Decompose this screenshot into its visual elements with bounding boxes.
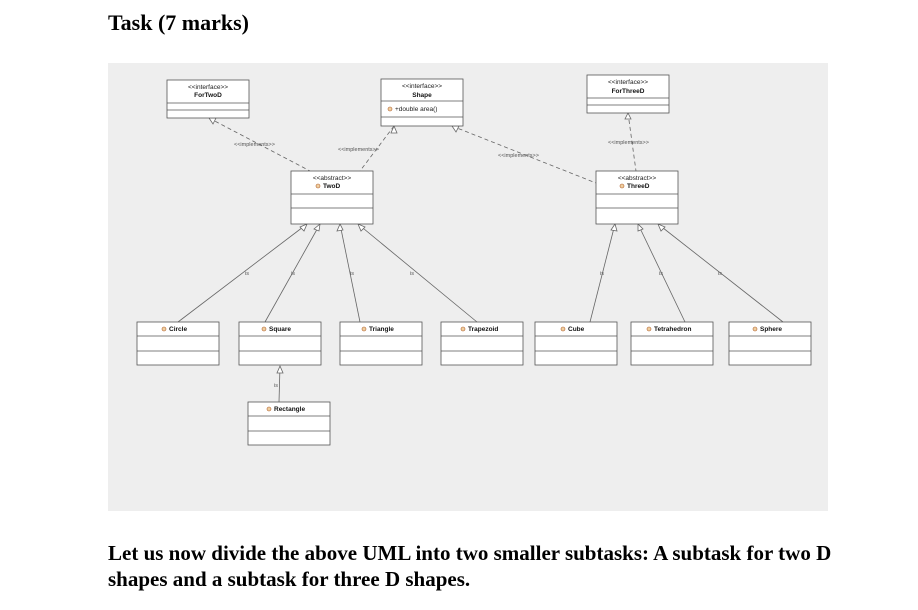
uml-class-threed: <<abstract>> ThreeD	[595, 170, 679, 225]
class-icon	[646, 326, 652, 332]
edge-label-implements: <<implements>>	[498, 153, 539, 159]
class-name: ForThreeD	[612, 88, 645, 95]
class-name: Trapezoid	[468, 326, 498, 333]
edge-label-is: is	[291, 271, 295, 277]
implements-edge-fortwod-twod: <<implements>>	[208, 117, 311, 172]
uml-class-trapezoid: Trapezoid	[440, 321, 524, 366]
edge-label-is: is	[718, 271, 722, 277]
class-stereotype: <<interface>>	[608, 79, 648, 86]
implements-edge-shape-twod: <<implements>>	[338, 124, 398, 172]
is-edge-square-twod: is	[264, 223, 321, 323]
uml-class-sphere: Sphere	[728, 321, 812, 366]
class-icon	[161, 326, 167, 332]
method-icon	[387, 106, 393, 112]
task-title: Task (7 marks)	[108, 10, 249, 35]
implements-edge-shape-threed: <<implements>>	[451, 125, 597, 184]
edge-label-implements: <<implements>>	[234, 142, 275, 148]
is-edge-tetrahedron-threed: is	[637, 223, 686, 323]
class-icon	[460, 326, 466, 332]
uml-diagram-canvas: <<implements>> <<implements>> <<implemen…	[136, 74, 812, 446]
class-icon	[752, 326, 758, 332]
edge-label-implements: <<implements>>	[608, 140, 649, 146]
edge-label-is: is	[410, 271, 414, 277]
class-name: TwoD	[323, 183, 341, 190]
uml-class-twod: <<abstract>> TwoD	[290, 170, 374, 225]
uml-class-diagram: <<implements>> <<implements>> <<implemen…	[108, 63, 828, 511]
edge-label-implements: <<implements>>	[338, 147, 379, 153]
implements-edge-forthreed-threed: <<implements>>	[608, 112, 649, 172]
is-edge-cube-threed: is	[589, 223, 618, 323]
is-edge-rectangle-square: is	[274, 364, 284, 403]
uml-class-circle: Circle	[136, 321, 220, 366]
is-edge-circle-twod: is	[177, 223, 308, 323]
class-stereotype: <<abstract>>	[618, 175, 657, 182]
class-name: ThreeD	[627, 183, 650, 190]
edge-label-is: is	[659, 271, 663, 277]
is-edge-sphere-threed: is	[657, 223, 784, 323]
class-stereotype: <<interface>>	[188, 84, 228, 91]
uml-class-shape: <<interface>> Shape +double area()	[380, 78, 464, 127]
edge-label-is: is	[600, 271, 604, 277]
uml-class-tetrahedron: Tetrahedron	[630, 321, 714, 366]
class-name: Rectangle	[274, 406, 305, 413]
uml-class-square: Square	[238, 321, 322, 366]
edge-label-is: is	[274, 383, 278, 389]
is-edge-trapezoid-twod: is	[357, 223, 478, 323]
class-icon	[315, 183, 321, 189]
class-name: Triangle	[369, 326, 394, 333]
class-stereotype: <<abstract>>	[313, 175, 352, 182]
uml-class-cube: Cube	[534, 321, 618, 366]
class-name: Cube	[568, 326, 585, 333]
instruction-text: Let us now divide the above UML into two…	[108, 541, 832, 591]
class-name: Square	[269, 326, 291, 333]
edge-label-is: is	[245, 271, 249, 277]
class-icon	[261, 326, 267, 332]
is-edge-triangle-twod: is	[336, 223, 361, 323]
class-member: +double area()	[395, 106, 437, 113]
class-name: Shape	[412, 92, 432, 99]
uml-class-fortwod: <<interface>> ForTwoD	[166, 79, 250, 119]
class-name: Circle	[169, 326, 187, 333]
uml-class-forthreed: <<interface>> ForThreeD	[586, 74, 670, 114]
class-icon	[266, 406, 272, 412]
class-name: Tetrahedron	[654, 326, 691, 333]
edge-label-is: is	[350, 271, 354, 277]
class-stereotype: <<interface>>	[402, 83, 442, 90]
class-name: Sphere	[760, 326, 782, 333]
class-name: ForTwoD	[194, 92, 222, 99]
uml-class-rectangle: Rectangle	[247, 401, 331, 446]
class-icon	[361, 326, 367, 332]
class-icon	[619, 183, 625, 189]
uml-class-triangle: Triangle	[339, 321, 423, 366]
class-icon	[560, 326, 566, 332]
